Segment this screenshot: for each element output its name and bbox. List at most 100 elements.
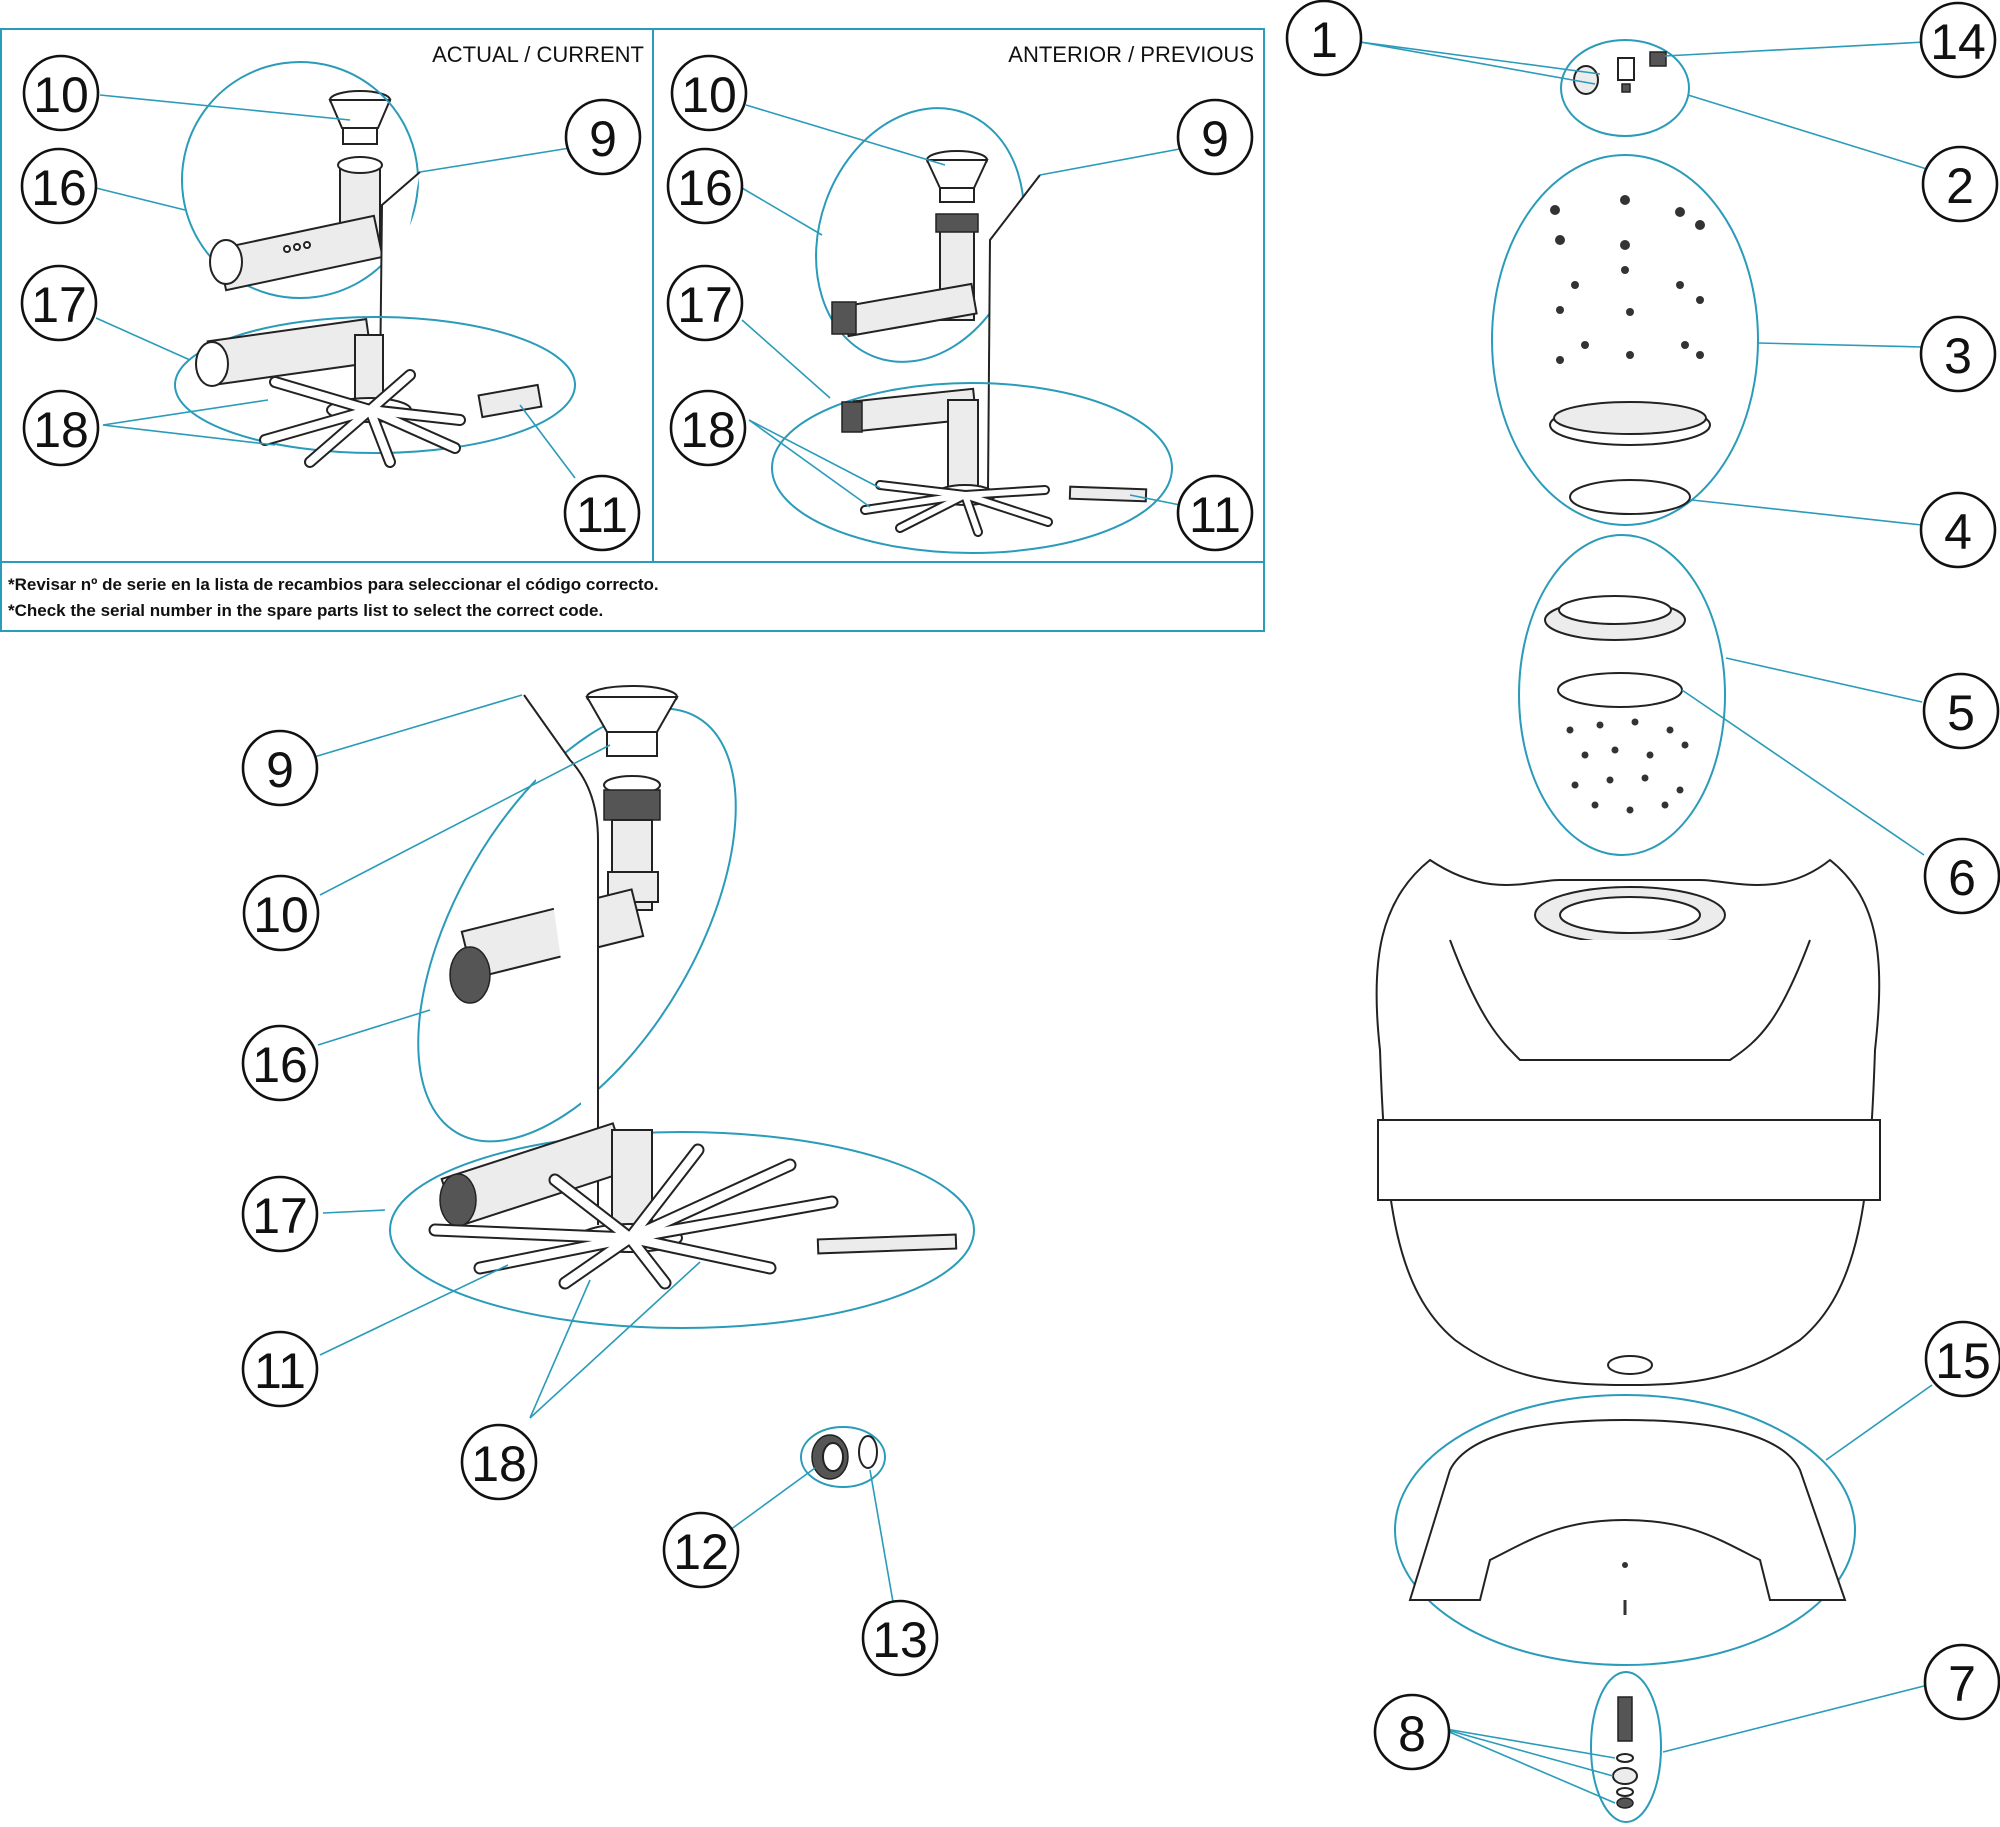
callout-3: 3 [1919, 315, 1997, 393]
callout-main-12: 12 [662, 1511, 740, 1589]
svg-text:16: 16 [677, 160, 733, 216]
callout-main-17: 17 [241, 1175, 319, 1253]
main-internal-assembly [389, 685, 975, 1488]
lid-group-ellipse [1491, 154, 1759, 526]
current-elbow-pipe [209, 156, 384, 292]
current-air-tube [379, 171, 421, 386]
svg-text:18: 18 [33, 402, 89, 458]
current-panel-parts [174, 60, 576, 468]
svg-text:18: 18 [680, 402, 736, 458]
current-funnel-part [328, 90, 392, 145]
callout-previous-11: 11 [1176, 474, 1254, 552]
svg-text:10: 10 [681, 67, 737, 123]
svg-text:16: 16 [252, 1037, 308, 1093]
callout-14: 14 [1919, 1, 1997, 79]
callout-current-9: 9 [564, 98, 642, 176]
svg-text:9: 9 [266, 742, 294, 798]
callout-8: 8 [1373, 1693, 1451, 1771]
callout-7: 7 [1923, 1643, 2000, 1721]
callout-main-11: 11 [241, 1330, 319, 1408]
main-lateral-ellipse [389, 1131, 975, 1329]
svg-text:5: 5 [1947, 685, 1975, 741]
flange-bolts [1566, 718, 1689, 814]
callout-main-13: 13 [861, 1599, 939, 1677]
lid-part [1549, 401, 1711, 515]
svg-text:14: 14 [1930, 14, 1986, 70]
svg-text:11: 11 [254, 1343, 306, 1399]
callout-current-17: 17 [20, 264, 98, 342]
svg-text:17: 17 [252, 1188, 308, 1244]
tank-column [1375, 39, 1881, 1823]
current-panel-label: ACTUAL / CURRENT [432, 42, 644, 67]
previous-funnel-part [925, 150, 989, 203]
note-spanish: *Revisar nº de serie en la lista de reca… [8, 575, 659, 594]
callout-previous-18: 18 [669, 389, 747, 467]
callout-previous-9: 9 [1176, 98, 1254, 176]
svg-text:3: 3 [1944, 328, 1972, 384]
callout-main-18: 18 [460, 1423, 538, 1501]
callouts: 10 16 9 17 18 11 10 16 9 17 18 11 9 10 1… [20, 0, 2000, 1771]
svg-text:2: 2 [1946, 158, 1974, 214]
note-english: *Check the serial number in the spare pa… [8, 601, 603, 620]
previous-lateral-ellipse [771, 382, 1173, 554]
callout-4: 4 [1919, 491, 1997, 569]
callout-current-18: 18 [22, 389, 100, 467]
previous-panel-label: ANTERIOR / PREVIOUS [1008, 42, 1254, 67]
svg-text:10: 10 [253, 887, 309, 943]
svg-text:6: 6 [1948, 850, 1976, 906]
svg-text:11: 11 [576, 487, 628, 543]
callout-current-10: 10 [22, 54, 100, 132]
inset-box: ACTUAL / CURRENT ANTERIOR / PREVIOUS *Re… [0, 28, 1265, 632]
drain-plug-part [800, 1426, 886, 1488]
callout-1: 1 [1285, 0, 1363, 77]
svg-text:1: 1 [1310, 12, 1338, 68]
callout-previous-16: 16 [666, 147, 744, 225]
svg-text:17: 17 [677, 277, 733, 333]
svg-text:16: 16 [31, 160, 87, 216]
svg-text:9: 9 [589, 111, 617, 167]
callout-current-11: 11 [563, 474, 641, 552]
tank-body [1375, 858, 1881, 1387]
callout-15: 15 [1924, 1320, 2000, 1398]
main-lateral-assembly [428, 1122, 958, 1290]
valve-group-ellipse [1560, 39, 1690, 137]
callout-previous-17: 17 [666, 264, 744, 342]
main-air-tube [523, 694, 599, 1225]
lid-screws [1550, 195, 1705, 364]
callout-6: 6 [1923, 837, 2000, 915]
svg-text:17: 17 [31, 277, 87, 333]
current-lateral-assembly [195, 317, 543, 468]
bolt-group-ellipse [1590, 1671, 1662, 1823]
svg-text:7: 7 [1948, 1656, 1976, 1712]
svg-text:8: 8 [1398, 1706, 1426, 1762]
base-part [1408, 1418, 1847, 1615]
main-collector-ellipse [417, 707, 737, 1143]
svg-text:9: 9 [1201, 111, 1229, 167]
callout-main-16: 16 [241, 1024, 319, 1102]
current-lateral-ellipse [174, 316, 576, 454]
bolt-part [1612, 1696, 1638, 1809]
svg-text:4: 4 [1944, 504, 1972, 560]
svg-text:12: 12 [673, 1524, 729, 1580]
leader-lines [95, 41, 1933, 1804]
base-ellipse [1394, 1394, 1856, 1666]
flange-part [1544, 595, 1686, 708]
svg-text:13: 13 [872, 1612, 928, 1668]
previous-panel-parts [771, 107, 1173, 554]
callout-5: 5 [1922, 672, 2000, 750]
svg-text:10: 10 [33, 67, 89, 123]
previous-lateral-assembly [841, 387, 1148, 537]
svg-text:18: 18 [471, 1436, 527, 1492]
main-funnel-part [585, 685, 679, 757]
svg-text:15: 15 [1935, 1333, 1991, 1389]
callout-main-10: 10 [242, 874, 320, 952]
callout-main-9: 9 [241, 729, 319, 807]
inset-frame [0, 28, 1265, 632]
callout-previous-10: 10 [670, 54, 748, 132]
flange-group-ellipse [1518, 534, 1726, 856]
previous-air-tube [987, 174, 1041, 491]
svg-text:11: 11 [1189, 487, 1241, 543]
callout-2: 2 [1921, 145, 1999, 223]
previous-elbow-pipe [831, 213, 979, 338]
